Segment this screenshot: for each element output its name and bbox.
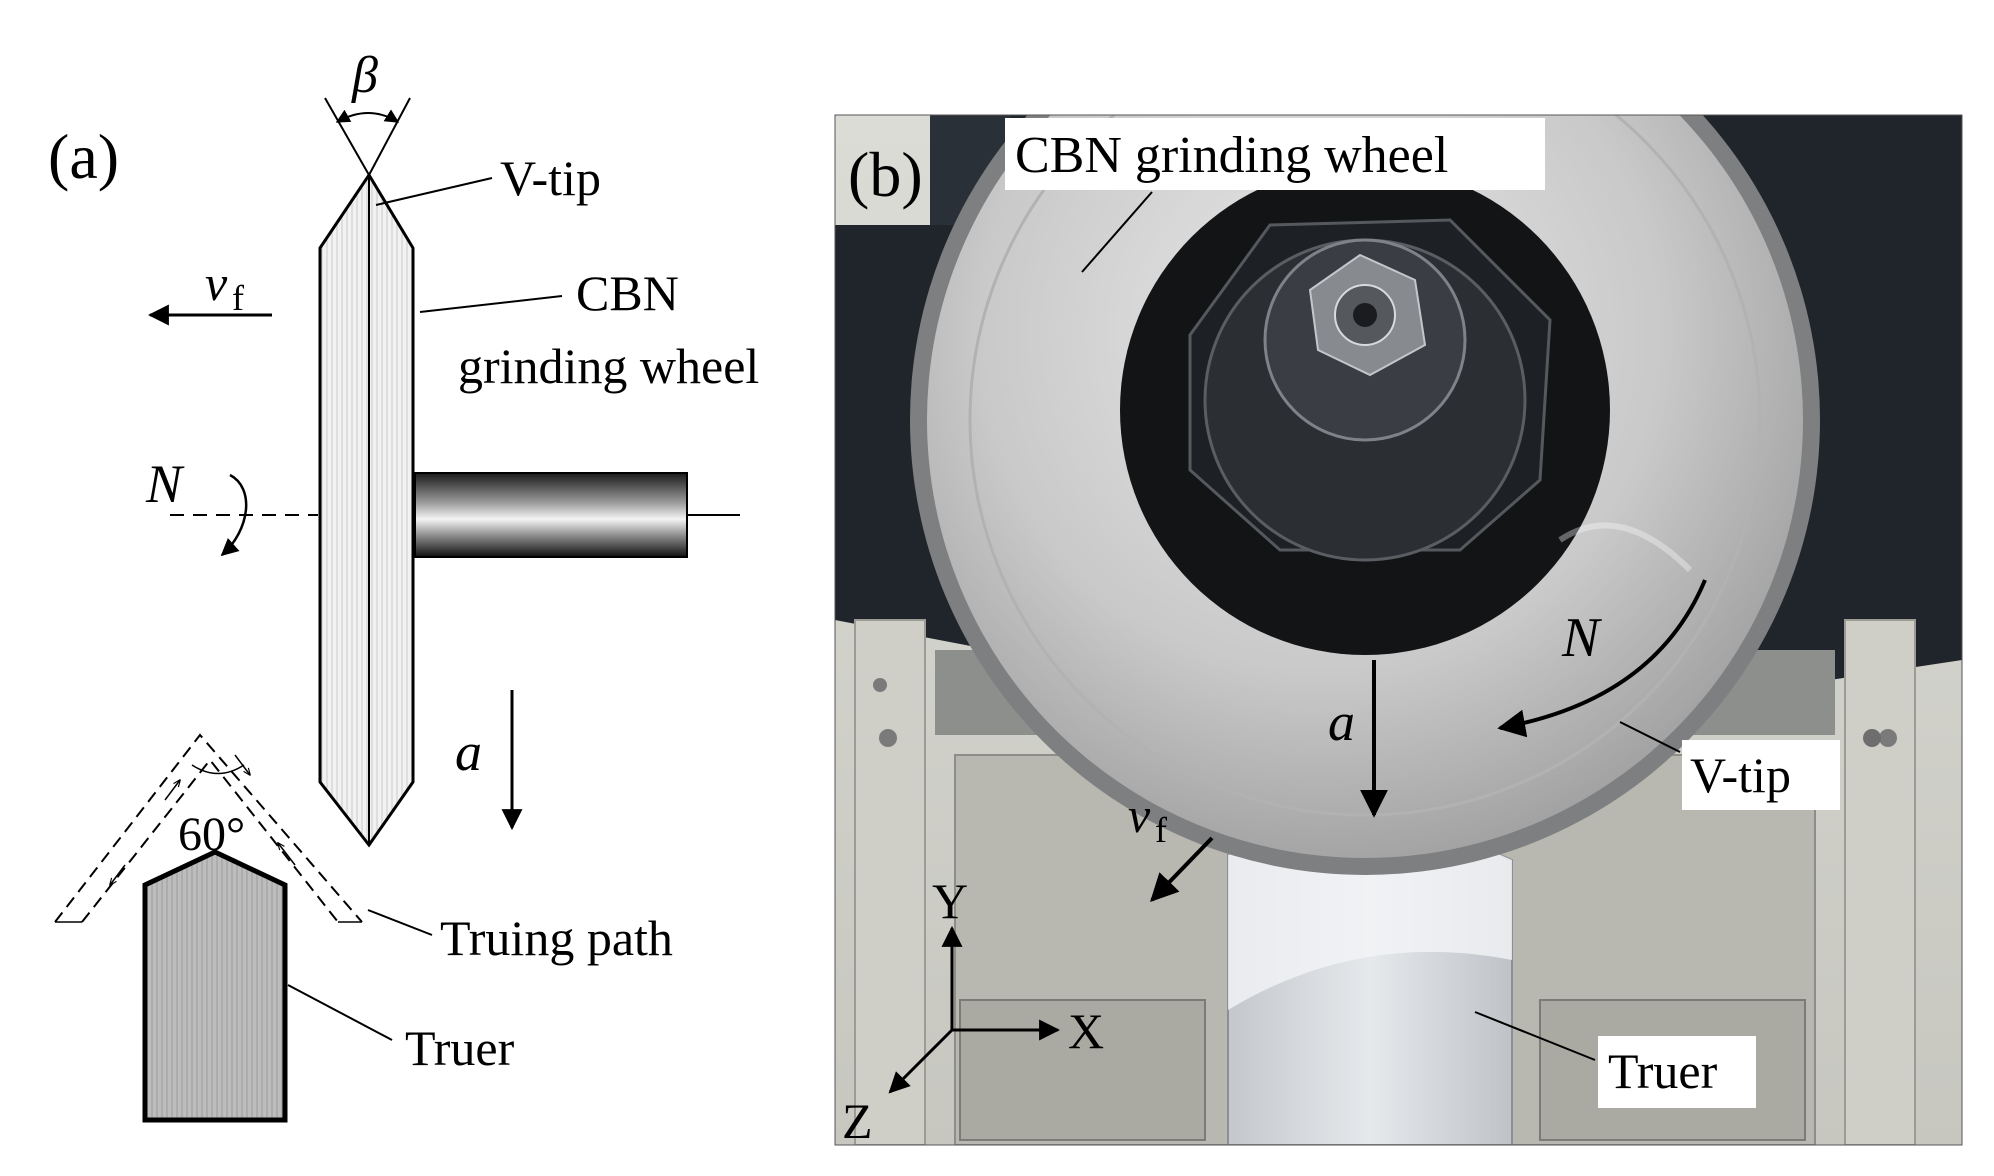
xyz-axes: Y X Z	[842, 873, 1104, 1149]
depth-arrow-a: a	[455, 690, 523, 831]
truer-leader-a	[287, 984, 393, 1041]
axis-z-label: Z	[842, 1093, 873, 1149]
feed-subscript-b: f	[1155, 810, 1167, 850]
truing-path	[54, 733, 363, 923]
depth-arrow-b: a	[1328, 660, 1388, 818]
truer-leader-b	[1474, 1011, 1596, 1061]
wheel-cross-section	[318, 172, 415, 848]
truer-label-b-box	[1598, 1036, 1756, 1108]
v-tip-label-b-box	[1682, 740, 1840, 810]
truing-path-leader	[367, 909, 433, 936]
wheel-leader-a	[419, 295, 563, 313]
axis-x-label: X	[1068, 1003, 1104, 1059]
machine-photo	[835, 115, 1962, 1145]
panel-b-label: (b)	[848, 139, 923, 210]
v-tip-leader	[375, 177, 493, 206]
rotation-n-a: N	[145, 454, 318, 557]
feed-subscript-a: f	[232, 278, 244, 318]
v-tip-leader-b	[1619, 721, 1681, 753]
panel-b: (b) CBN grinding wheel N a V-tip v f	[834, 114, 1963, 1149]
v-tip-label-a: V-tip	[500, 150, 601, 206]
beta-symbol: β	[351, 47, 378, 104]
wheel-label-a-line2: grinding wheel	[458, 338, 759, 394]
wheel-label-a-line1: CBN	[576, 265, 679, 321]
v-tip-label-b: V-tip	[1690, 747, 1791, 803]
panel-a: (a) β V-tip v f CBN grinding wheel	[48, 47, 759, 1123]
depth-symbol-b: a	[1328, 692, 1355, 752]
truing-path-label: Truing path	[440, 910, 673, 966]
axis-y-label: Y	[932, 873, 968, 929]
wheel-label-b: CBN grinding wheel	[1015, 127, 1448, 184]
shaft	[414, 472, 740, 558]
feed-symbol-a: v	[205, 255, 228, 311]
truer-label-a: Truer	[405, 1020, 515, 1076]
feed-arrow-a: v f	[147, 255, 272, 326]
rotation-n-b: N	[1497, 579, 1707, 738]
truer-label-b: Truer	[1608, 1043, 1718, 1099]
photo-frame	[834, 114, 1963, 1146]
depth-symbol-a: a	[455, 722, 482, 782]
beta-angle: β	[324, 47, 411, 176]
rotation-symbol-a: N	[145, 454, 185, 514]
feed-arrow-b: v f	[1128, 787, 1214, 903]
wheel-label-b-box	[1005, 118, 1545, 190]
wheel-leader-b	[1081, 191, 1153, 273]
panel-a-label: (a)	[48, 121, 119, 192]
rotation-symbol-b: N	[1561, 607, 1602, 669]
truer-shape-a	[142, 849, 288, 1123]
feed-symbol-b: v	[1128, 787, 1151, 843]
